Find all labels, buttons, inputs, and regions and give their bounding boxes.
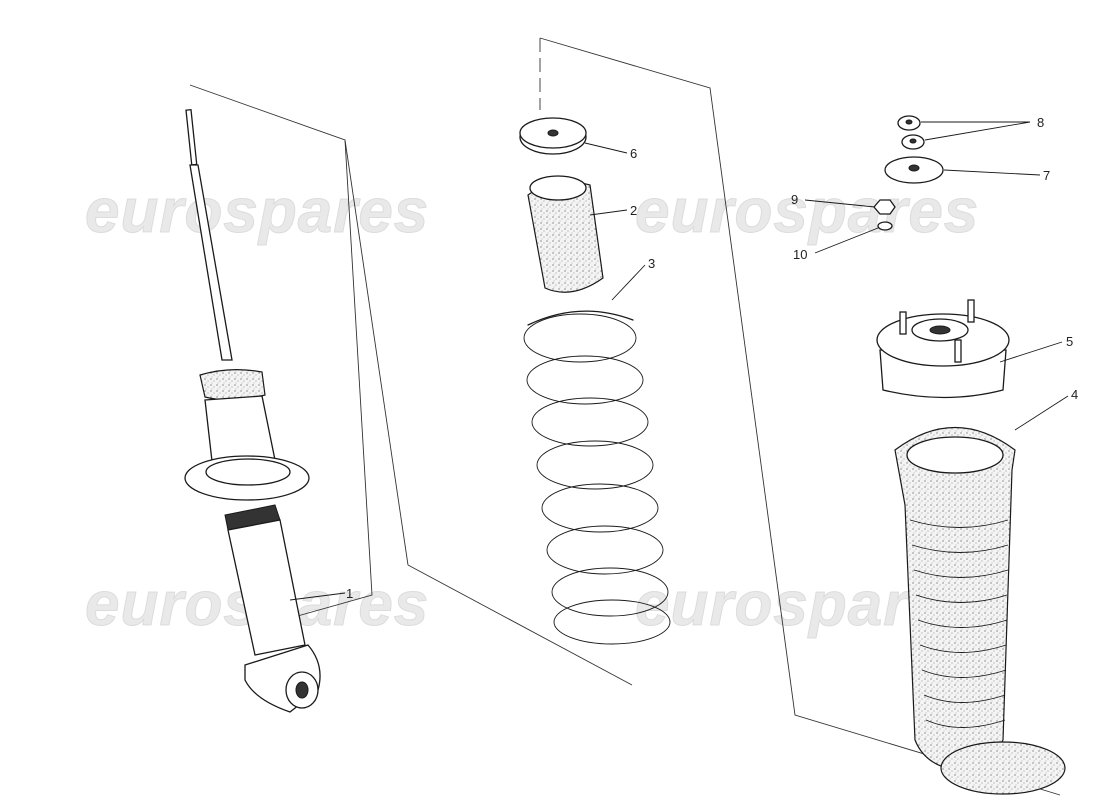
callout-10: 10 <box>793 247 807 262</box>
washer <box>519 117 587 155</box>
callout-6: 6 <box>630 146 637 161</box>
callout-8: 8 <box>1037 115 1044 130</box>
frame-mid-left <box>344 139 409 566</box>
callout-leaders <box>289 121 1069 601</box>
nut-9 <box>873 199 896 215</box>
upper-mount-hardware <box>873 115 1010 399</box>
callout-4: 4 <box>1071 387 1078 402</box>
frame-left <box>189 84 373 629</box>
callout-1: 1 <box>346 586 353 601</box>
watermark-text: eurospares <box>85 177 429 246</box>
frame-mid-bottom <box>407 564 633 686</box>
callout-2: 2 <box>630 203 637 218</box>
watermark-text: eurospares <box>635 177 979 246</box>
bump-stop <box>527 175 604 293</box>
coil-spring <box>523 310 671 645</box>
washer-10 <box>877 221 893 231</box>
callout-3: 3 <box>648 256 655 271</box>
dust-boot <box>894 426 1066 795</box>
shock-absorber <box>184 108 321 713</box>
callout-7: 7 <box>1043 168 1050 183</box>
callout-5: 5 <box>1066 334 1073 349</box>
strut-top-mount <box>876 299 1010 399</box>
callout-numbers: 1 2 3 4 5 6 7 8 9 10 <box>346 115 1078 601</box>
callout-9: 9 <box>791 192 798 207</box>
